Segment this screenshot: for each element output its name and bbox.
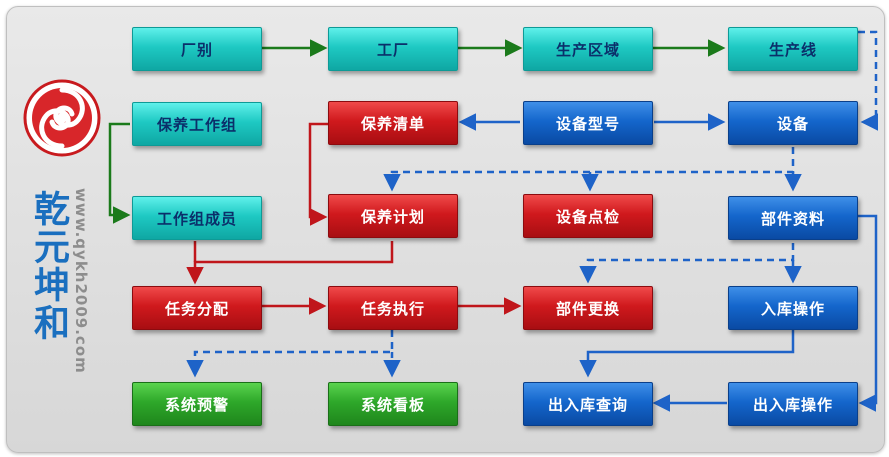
brand-name: 乾元坤和 xyxy=(28,190,69,342)
link-plan-assignment xyxy=(186,241,394,285)
link-line-equipment xyxy=(858,30,878,131)
link-parts-stockinout xyxy=(858,214,878,412)
node-stock-in-out[interactable]: 出入库操作 xyxy=(728,382,858,426)
node-maintenance-list[interactable]: 保养清单 xyxy=(328,101,458,145)
node-production-line[interactable]: 生产线 xyxy=(728,27,858,71)
node-equipment-model[interactable]: 设备型号 xyxy=(523,101,653,145)
node-task-execution[interactable]: 任务执行 xyxy=(328,286,458,330)
node-factory-category[interactable]: 厂别 xyxy=(132,27,262,71)
link-stockin-query xyxy=(579,330,795,378)
node-task-assignment[interactable]: 任务分配 xyxy=(132,286,262,330)
link-execution-dist xyxy=(186,330,394,378)
node-stock-in[interactable]: 入库操作 xyxy=(728,286,858,330)
node-parts-info[interactable]: 部件资料 xyxy=(728,196,858,240)
node-stock-query[interactable]: 出入库查询 xyxy=(523,382,653,426)
node-group-member[interactable]: 工作组成员 xyxy=(132,196,262,240)
node-parts-replacement[interactable]: 部件更换 xyxy=(523,286,653,330)
node-system-alert[interactable]: 系统预警 xyxy=(132,382,262,426)
link-group-member xyxy=(108,122,131,224)
node-system-board[interactable]: 系统看板 xyxy=(328,382,458,426)
node-factory[interactable]: 工厂 xyxy=(328,27,458,71)
link-equipment-dist xyxy=(383,147,795,192)
link-parts-dist xyxy=(579,243,795,284)
node-production-area[interactable]: 生产区域 xyxy=(523,27,653,71)
brand-logo-icon xyxy=(23,79,101,157)
link-list-plan xyxy=(308,122,328,226)
node-maintenance-group[interactable]: 保养工作组 xyxy=(132,102,262,146)
node-maintenance-plan[interactable]: 保养计划 xyxy=(328,194,458,238)
node-equipment-inspection[interactable]: 设备点检 xyxy=(523,194,653,238)
node-equipment[interactable]: 设备 xyxy=(728,101,858,145)
brand-url: www.qykh2009.com xyxy=(72,188,90,374)
